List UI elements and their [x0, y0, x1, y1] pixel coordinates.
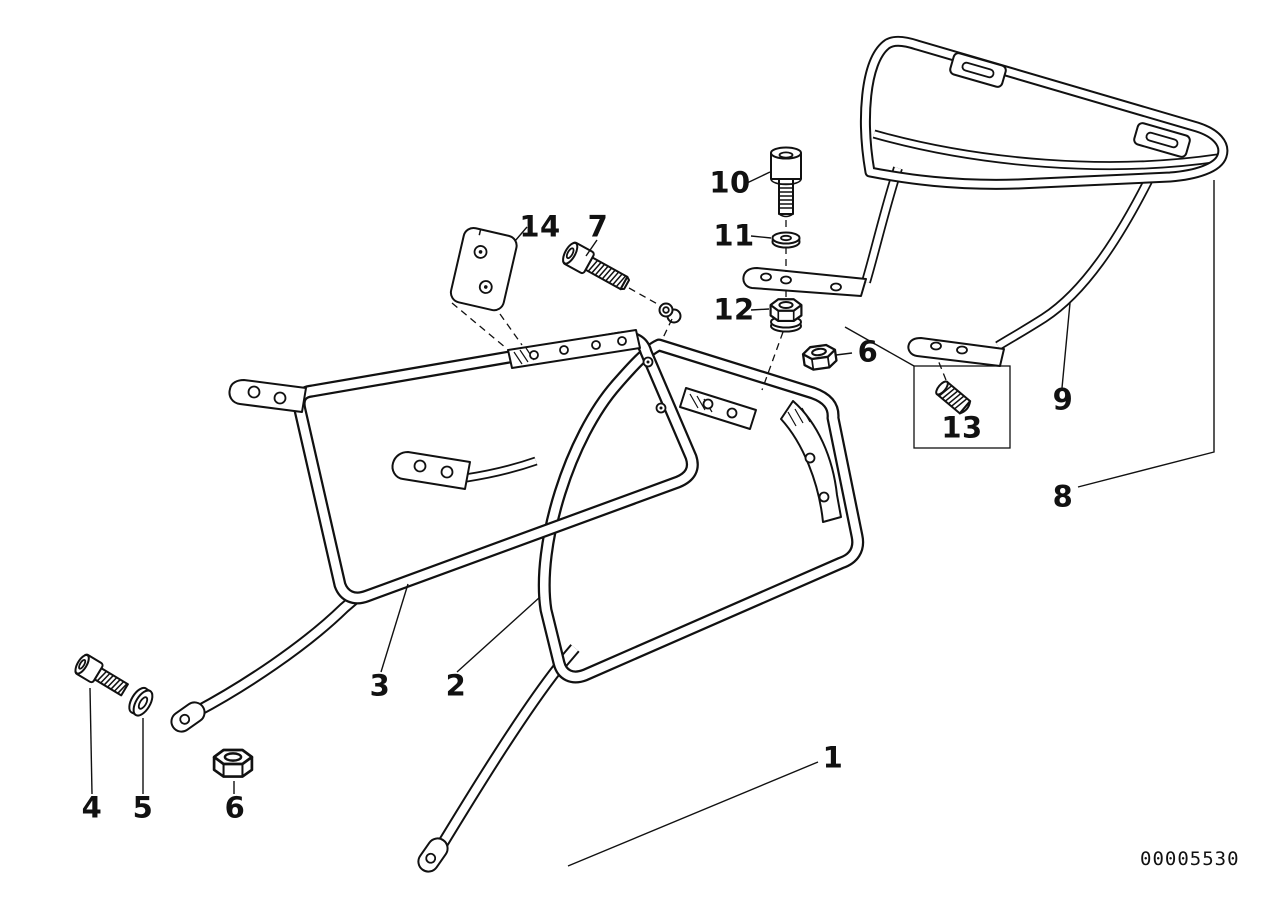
- washer-part-11: [771, 231, 801, 249]
- bolt-part-7: [562, 241, 631, 291]
- part-label-14[interactable]: 14: [519, 209, 561, 244]
- part-label-3[interactable]: 3: [369, 668, 391, 703]
- part-label-6-left[interactable]: 6: [224, 790, 246, 825]
- mounting-plates: [170, 52, 1191, 873]
- plate-part-14: [449, 226, 518, 312]
- part-label-6-right[interactable]: 6: [857, 334, 879, 369]
- part-13-callout-box: [913, 365, 1011, 449]
- bolt-part-10: [770, 146, 802, 218]
- hardware-parts: [74, 146, 972, 778]
- part-label-7[interactable]: 7: [587, 209, 609, 244]
- diagram-number: 00005530: [1140, 848, 1240, 870]
- nut-part-12: [769, 298, 803, 333]
- part-label-5[interactable]: 5: [132, 790, 154, 825]
- part-label-12[interactable]: 12: [713, 292, 755, 327]
- tube-frames: [193, 35, 1229, 852]
- part-label-8[interactable]: 8: [1052, 479, 1074, 514]
- part-label-10[interactable]: 10: [709, 165, 751, 200]
- stud-part-13: [935, 380, 972, 415]
- nut-part-6-right: [801, 342, 839, 372]
- part-label-4[interactable]: 4: [81, 790, 103, 825]
- part-label-9[interactable]: 9: [1052, 382, 1074, 417]
- assembly-dashed-lines: [451, 220, 947, 391]
- washer-part-5: [128, 686, 154, 717]
- leader-lines: [89, 171, 1215, 867]
- part-label-1[interactable]: 1: [822, 740, 844, 775]
- nut-part-6-left: [212, 748, 254, 778]
- part-label-2[interactable]: 2: [445, 668, 467, 703]
- part-label-11[interactable]: 11: [713, 218, 755, 253]
- bolt-part-4: [74, 653, 129, 697]
- part-label-13[interactable]: 13: [941, 410, 983, 445]
